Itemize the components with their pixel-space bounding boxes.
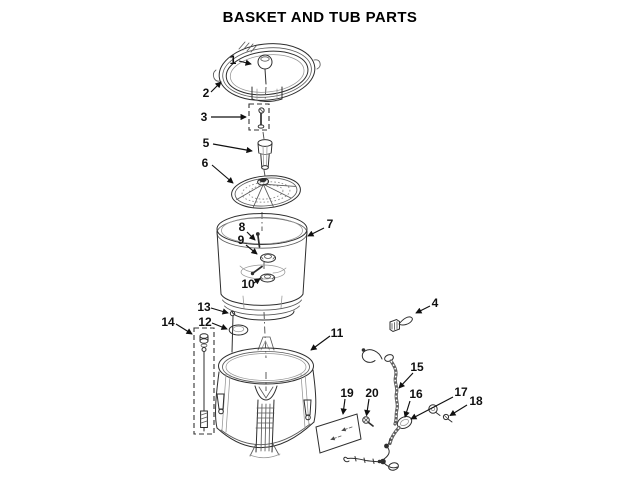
dispenser-cap bbox=[257, 139, 273, 170]
callout-1: 1 bbox=[230, 53, 252, 67]
callout-9: 9 bbox=[238, 233, 258, 255]
callout-17: 17 bbox=[410, 385, 468, 420]
center-axis-line bbox=[261, 86, 267, 391]
callout-label-3: 3 bbox=[201, 110, 208, 124]
callout-11: 11 bbox=[310, 326, 344, 351]
callout-label-12: 12 bbox=[198, 315, 212, 329]
callout-label-2: 2 bbox=[203, 86, 210, 100]
callout-16: 16 bbox=[403, 387, 423, 418]
callout-7: 7 bbox=[307, 217, 334, 237]
callout-label-5: 5 bbox=[203, 136, 210, 150]
callout-label-16: 16 bbox=[409, 387, 423, 401]
callout-12: 12 bbox=[198, 315, 228, 330]
callout-19: 19 bbox=[340, 386, 354, 415]
callout-label-17: 17 bbox=[454, 385, 468, 399]
wire-harness bbox=[343, 438, 399, 471]
ring-right-tab bbox=[313, 59, 321, 70]
callout-6: 6 bbox=[202, 156, 234, 184]
suspension-rod bbox=[228, 310, 249, 353]
callout-15: 15 bbox=[398, 360, 424, 389]
callouts: 1 2 3 4 5 6 7 8 bbox=[161, 53, 483, 420]
callout-5: 5 bbox=[203, 136, 253, 154]
callout-13: 13 bbox=[197, 300, 229, 315]
tub-front-pocket bbox=[254, 385, 278, 401]
shipping-plate bbox=[315, 413, 362, 454]
basket-hardware bbox=[250, 232, 276, 283]
callout-label-10: 10 bbox=[241, 277, 255, 291]
callout-10: 10 bbox=[241, 277, 261, 291]
tub-left-bracket bbox=[216, 393, 225, 415]
callout-label-13: 13 bbox=[197, 300, 211, 314]
ring-cap bbox=[257, 54, 273, 85]
callout-label-18: 18 bbox=[469, 394, 483, 408]
callout-14: 14 bbox=[161, 315, 193, 335]
callout-2: 2 bbox=[203, 81, 222, 100]
callout-label-15: 15 bbox=[410, 360, 424, 374]
callout-label-8: 8 bbox=[239, 220, 246, 234]
tub-right-bracket bbox=[303, 399, 312, 421]
hose-clip bbox=[389, 316, 413, 333]
impeller bbox=[231, 175, 301, 209]
callout-label-19: 19 bbox=[340, 386, 354, 400]
callout-label-1: 1 bbox=[230, 53, 237, 67]
callout-18: 18 bbox=[449, 394, 483, 416]
callout-label-6: 6 bbox=[202, 156, 209, 170]
tub-ring bbox=[212, 41, 321, 102]
callout-8: 8 bbox=[239, 220, 256, 241]
suspension-rod-kit-box bbox=[193, 327, 215, 435]
tub-center-column bbox=[249, 399, 281, 459]
callout-label-4: 4 bbox=[432, 296, 439, 310]
ring-left-tab bbox=[212, 69, 221, 82]
callout-label-20: 20 bbox=[365, 386, 379, 400]
callout-label-14: 14 bbox=[161, 315, 175, 329]
mounting-screw bbox=[442, 413, 453, 423]
callout-label-7: 7 bbox=[327, 217, 334, 231]
plate-screw bbox=[362, 416, 374, 427]
bolt-kit-box bbox=[248, 103, 270, 131]
hinge-hatch-marks bbox=[238, 41, 258, 53]
callout-label-9: 9 bbox=[238, 233, 245, 247]
callout-3: 3 bbox=[201, 110, 247, 124]
callout-4: 4 bbox=[415, 296, 439, 314]
drain-hose bbox=[361, 348, 413, 446]
callout-label-11: 11 bbox=[331, 326, 344, 340]
callout-20: 20 bbox=[364, 386, 379, 417]
page-title: BASKET AND TUB PARTS bbox=[223, 9, 418, 26]
ring-latch bbox=[251, 86, 283, 102]
outer-tub bbox=[215, 336, 317, 459]
